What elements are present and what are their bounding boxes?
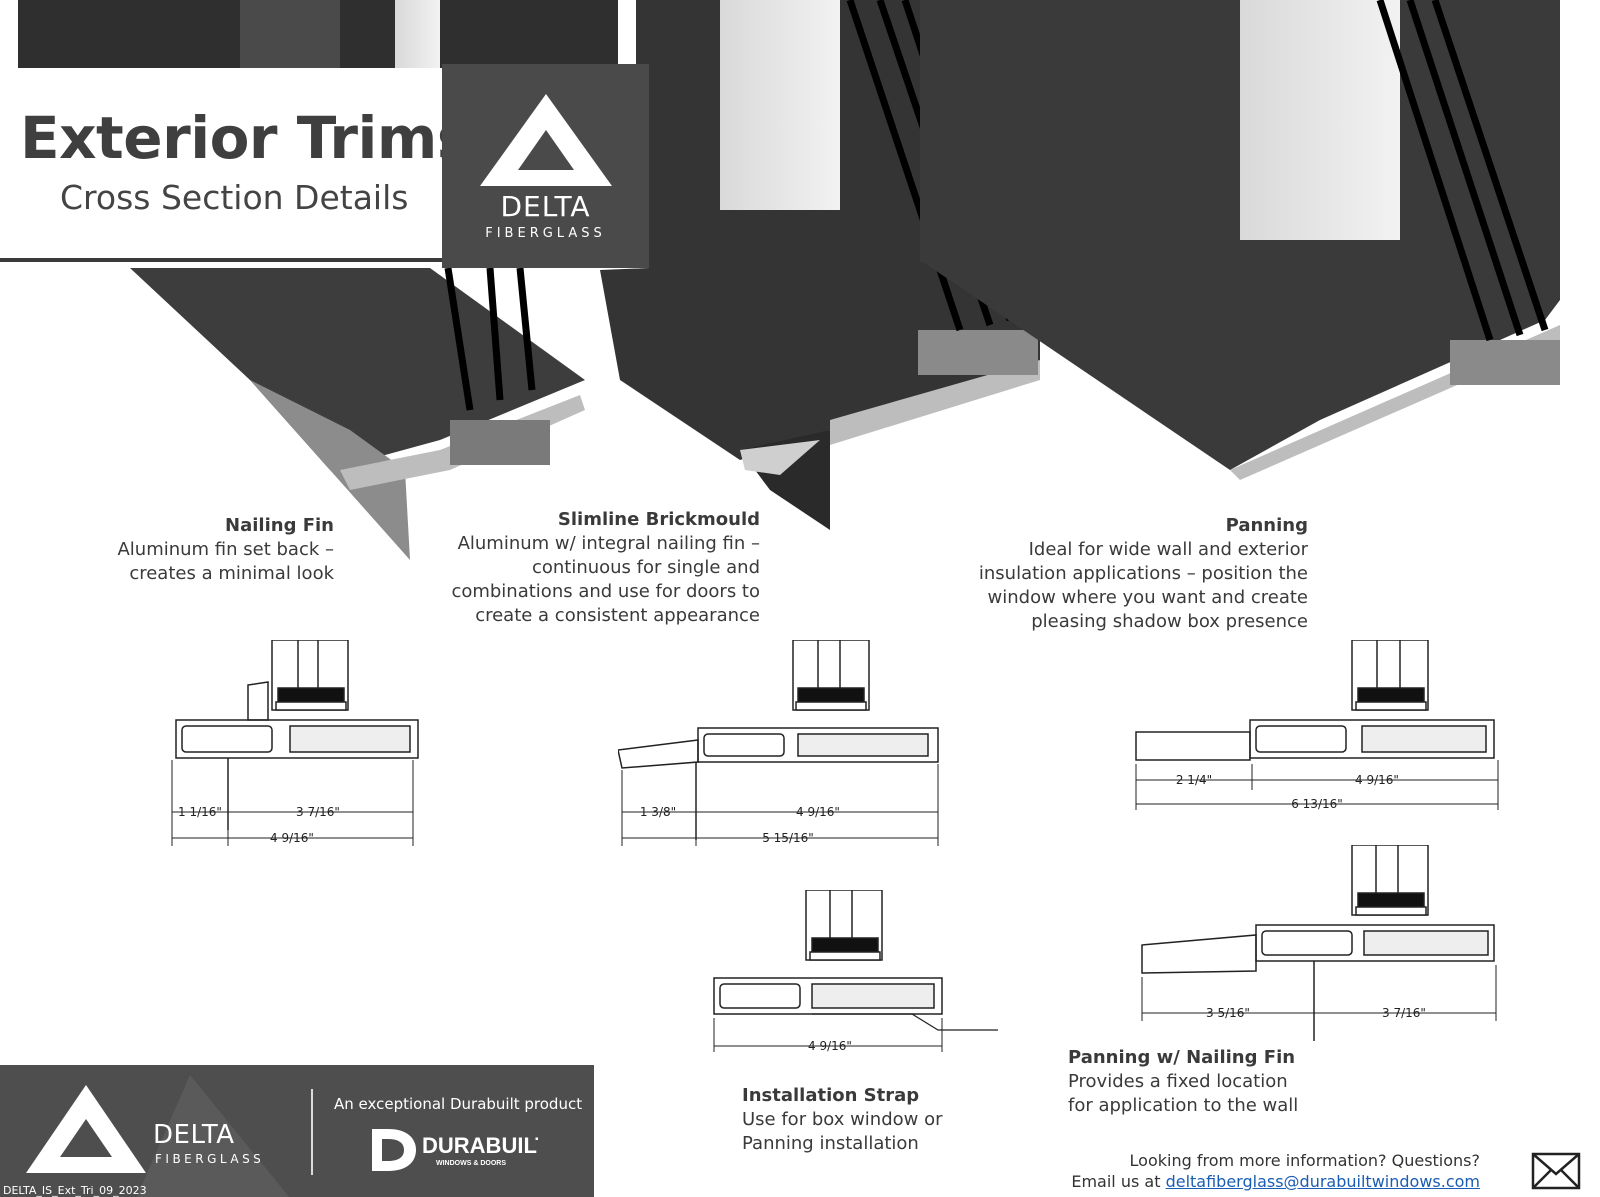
dim-total: 5 15/16"	[762, 831, 814, 845]
logo-sub: FIBERGLASS	[485, 226, 606, 241]
page-subtitle: Cross Section Details	[60, 178, 409, 217]
caption-title: Installation Strap	[742, 1085, 920, 1106]
title-panel: Exterior Trims Cross Section Details	[0, 68, 471, 262]
dim-a: 1 1/16"	[178, 805, 222, 819]
dim-a: 3 5/16"	[1206, 1006, 1250, 1020]
durabuilt-name: DURABUILT	[422, 1133, 538, 1158]
caption-title: Panning	[1225, 515, 1308, 536]
dim-b: 3 7/16"	[1382, 1006, 1426, 1020]
document-id: DELTA_IS_Ext_Tri_09_2023	[3, 1184, 147, 1197]
contact-email-link[interactable]: deltafiberglass@durabuiltwindows.com	[1165, 1172, 1480, 1191]
dim-a: 1 3/8"	[640, 805, 676, 819]
caption-line: continuous for single and	[531, 557, 760, 578]
dim-a: 2 1/4"	[1176, 773, 1212, 787]
caption-line: window where you want and create	[987, 587, 1308, 608]
contact-email-line: Email us at deltafiberglass@durabuiltwin…	[1071, 1171, 1480, 1192]
delta-logo-panel: DELTA FIBERGLASS	[442, 64, 649, 268]
caption-title: Slimline Brickmould	[557, 509, 760, 530]
caption-line: Ideal for wide wall and exterior	[1028, 539, 1308, 560]
installation-strap-section-drawing: 4 9/16"	[713, 890, 998, 1053]
durabuilt-sub: WINDOWS & DOORS	[436, 1160, 506, 1167]
envelope-icon	[1531, 1152, 1581, 1190]
footer-divider	[311, 1089, 313, 1175]
caption-line: combinations and use for doors to	[451, 581, 760, 602]
caption-panning-nailing-fin: Panning w/ Nailing Fin Provides a fixed …	[1068, 1046, 1368, 1118]
caption-line: create a consistent appearance	[475, 605, 760, 626]
contact-email-prefix: Email us at	[1071, 1172, 1161, 1191]
footer-logo-name: DELTA	[153, 1120, 235, 1150]
dim-b: 3 7/16"	[296, 805, 340, 819]
caption-line: insulation applications – position the	[978, 563, 1308, 584]
contact-question: Looking from more information? Questions…	[1129, 1151, 1480, 1170]
caption-line: for application to the wall	[1068, 1095, 1299, 1116]
caption-line: Panning installation	[742, 1133, 919, 1154]
footer-banner: DELTA FIBERGLASS An exceptional Durabuil…	[0, 1065, 594, 1197]
caption-line: Aluminum fin set back –	[117, 539, 334, 560]
caption-line: Provides a fixed location	[1068, 1071, 1288, 1092]
delta-triangle-icon	[26, 1085, 146, 1173]
caption-title: Nailing Fin	[225, 515, 334, 536]
page-title: Exterior Trims	[20, 104, 471, 172]
caption-line: pleasing shadow box presence	[1031, 611, 1308, 632]
footer-logo-sub: FIBERGLASS	[155, 1152, 265, 1166]
caption-installation-strap: Installation Strap Use for box window or…	[742, 1084, 1062, 1156]
dim-b: 4 9/16"	[1355, 773, 1399, 787]
caption-line: Aluminum w/ integral nailing fin –	[457, 533, 760, 554]
logo-name: DELTA	[500, 190, 591, 223]
dim-b: 4 9/16"	[796, 805, 840, 819]
durabuilt-logo: DURABUILT WINDOWS & DOORS	[372, 1129, 538, 1171]
contact-block: Looking from more information? Questions…	[1071, 1150, 1480, 1192]
caption-nailing-fin: Nailing Fin Aluminum fin set back – crea…	[80, 514, 334, 586]
caption-title: Panning w/ Nailing Fin	[1068, 1047, 1296, 1068]
slimline-brickmould-section-drawing: 1 3/8" 4 9/16" 5 15/16"	[618, 640, 939, 846]
delta-triangle-icon	[480, 94, 612, 186]
nailing-fin-section-drawing: 1 1/16" 3 7/16" 4 9/16"	[171, 640, 419, 846]
panning-nailing-fin-section-drawing: 3 5/16" 3 7/16"	[1141, 845, 1497, 1041]
profiles-rendering	[0, 0, 1560, 560]
dim-total: 4 9/16"	[808, 1039, 852, 1053]
footer-tagline: An exceptional Durabuilt product	[334, 1095, 583, 1113]
panning-section-drawing: 2 1/4" 4 9/16" 6 13/16"	[1135, 640, 1499, 811]
dim-total: 4 9/16"	[270, 831, 314, 845]
delta-watermark-icon	[136, 1075, 290, 1197]
caption-panning: Panning Ideal for wide wall and exterior…	[940, 514, 1308, 634]
caption-line: Use for box window or	[742, 1109, 943, 1130]
caption-line: creates a minimal look	[129, 563, 334, 584]
dim-total: 6 13/16"	[1291, 797, 1343, 811]
caption-slimline-brickmould: Slimline Brickmould Aluminum w/ integral…	[420, 508, 760, 628]
